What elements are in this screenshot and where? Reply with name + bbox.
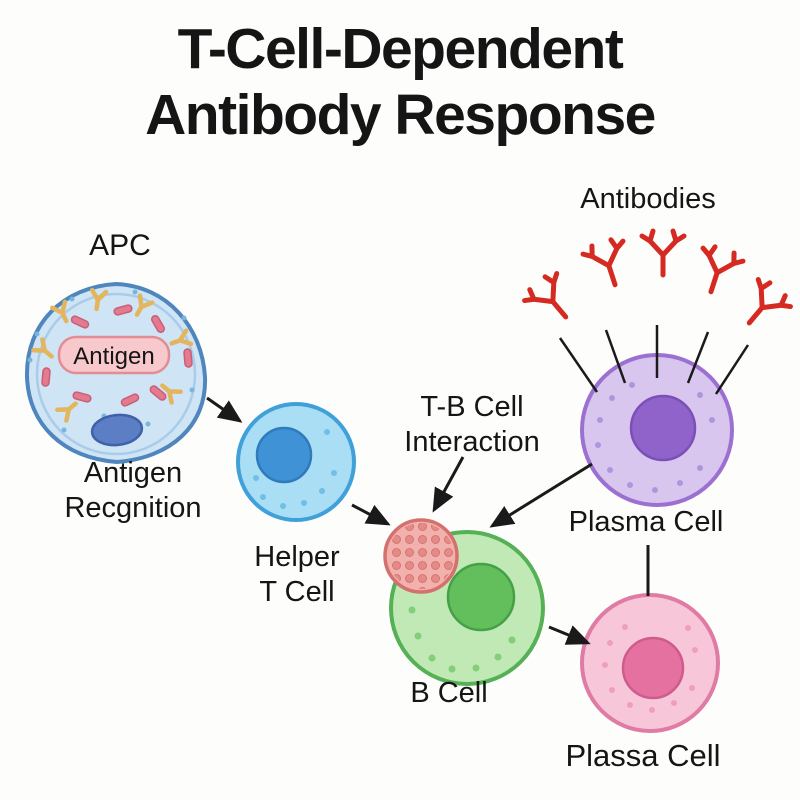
apc-antigen-fragments xyxy=(27,289,195,433)
rod-antigen-icon xyxy=(40,366,52,388)
label-line: Helper xyxy=(254,541,340,573)
rod-antigen-icon xyxy=(182,347,194,369)
antibody-icon xyxy=(642,231,684,275)
label-line: Antigen xyxy=(83,457,183,489)
tb-interaction-label: T-B Cell Interaction xyxy=(404,390,539,460)
antibodies-group xyxy=(521,231,793,336)
arrow-label-to-interaction xyxy=(432,456,465,513)
apc-inner-membrane xyxy=(35,292,197,456)
apc-nucleus xyxy=(90,413,144,447)
cell-granules xyxy=(27,289,195,433)
arrow-bcell-to-plasma xyxy=(548,625,591,645)
helper-t-cell-label: Helper T Cell xyxy=(254,540,339,610)
title-line: Antibody Response xyxy=(145,83,656,147)
arrow-helper-to-interaction xyxy=(351,503,391,526)
flow-arrows xyxy=(206,396,650,645)
antibody-icon xyxy=(521,270,581,331)
plasma-cell-upper-nucleus xyxy=(629,394,697,462)
label-line: T Cell xyxy=(259,576,335,608)
cell-granules xyxy=(602,624,698,713)
title-line: T-Cell-Dependent xyxy=(177,17,624,81)
label-line: Recgnition xyxy=(64,492,202,524)
label-line: Interaction xyxy=(404,426,540,458)
antibody-icon xyxy=(581,236,635,291)
antigen-label: Antigen xyxy=(73,343,155,370)
antibody-icon xyxy=(691,243,745,298)
tb-interaction-cell xyxy=(383,518,459,594)
plasma-cell-lower xyxy=(580,593,720,733)
antigen-recognition-label: Antigen Recgnition xyxy=(64,456,201,526)
antibody-icon xyxy=(733,276,793,337)
arrow-plasma-to-bcell xyxy=(489,462,593,528)
cell-granules xyxy=(253,429,337,509)
antigen-label-box xyxy=(57,335,171,375)
plasma-cell-upper-label: Plasma Cell xyxy=(568,506,724,538)
arrow-apc-to-helper xyxy=(206,396,243,423)
antibody-secretion-lines xyxy=(558,325,750,395)
antibodies-label: Antibodies xyxy=(580,183,716,215)
diagram-title: T-Cell-Dependent Antibody Response xyxy=(0,16,800,148)
plasma-cell-lower-nucleus xyxy=(621,636,685,700)
b-cell-nucleus xyxy=(446,562,516,632)
helper-t-cell xyxy=(236,402,356,522)
apc-label: APC xyxy=(89,229,151,262)
label-line: T-B Cell xyxy=(420,391,524,423)
apc-cell xyxy=(24,281,208,465)
b-cell-label: B Cell xyxy=(410,677,488,709)
tb-interaction-texture xyxy=(388,523,454,589)
cell-granules xyxy=(595,382,715,493)
helper-t-nucleus xyxy=(255,426,313,484)
plasma-cell-lower-label: Plassa Cell xyxy=(565,738,721,773)
